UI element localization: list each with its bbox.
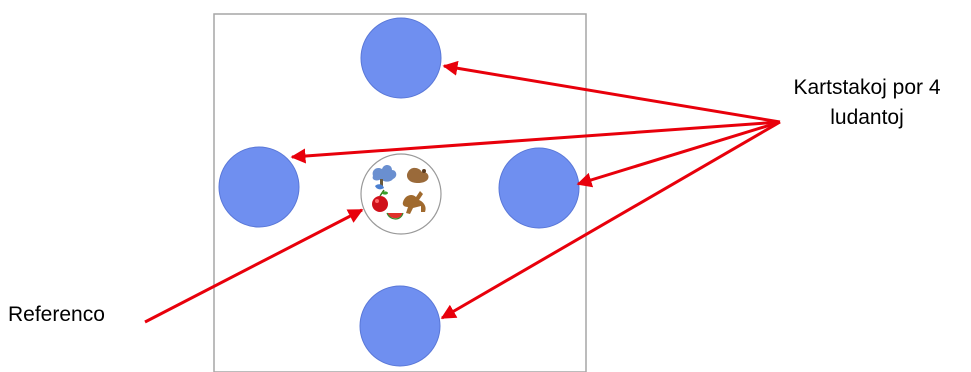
arrow-to-left-stack <box>290 120 781 164</box>
card-stack-left <box>218 146 300 228</box>
watermelon-icon <box>386 212 404 220</box>
arrow-to-bottom-stack <box>440 120 781 320</box>
card-stacks-label-line1: Kartstakoj por 4 <box>793 76 941 99</box>
arrow-to-right-stack <box>576 120 781 188</box>
card-stack-bottom <box>359 285 441 367</box>
card-stack-right <box>498 147 580 229</box>
apple-icon <box>372 189 388 212</box>
dog-icon <box>406 167 429 184</box>
card-stacks-label: Kartstakoj por 4 ludantoj <box>772 73 962 134</box>
arrows <box>144 60 781 324</box>
tree-icon <box>372 164 397 187</box>
reference-card <box>360 153 442 235</box>
arrow-to-top-stack <box>442 60 781 124</box>
spot-icon <box>375 184 384 190</box>
arrow-to-reference-card <box>144 208 364 324</box>
horse-icon <box>402 191 426 214</box>
card-stack-top <box>360 17 442 99</box>
card-stacks-label-line2: ludantoj <box>830 106 904 130</box>
reference-label: Referenco <box>8 303 105 326</box>
